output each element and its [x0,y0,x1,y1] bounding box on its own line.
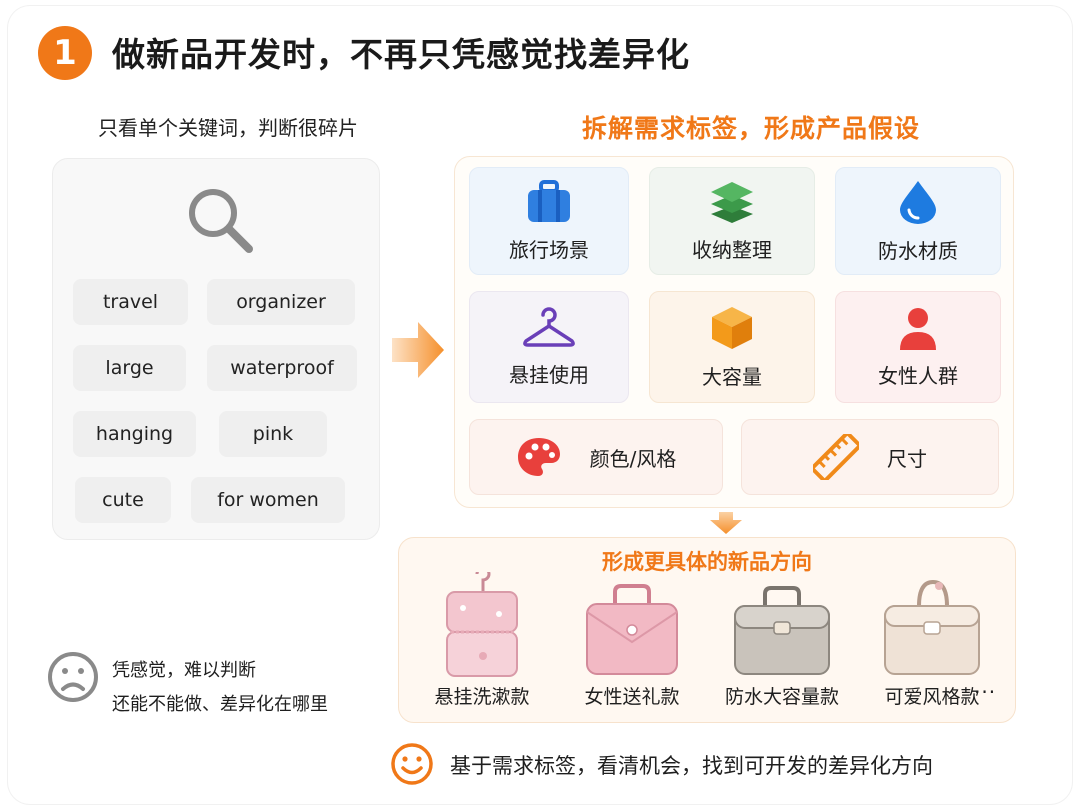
sad-face-icon [48,652,98,702]
tag-label: 悬挂使用 [509,362,589,387]
tag-female: 女性人群 [835,291,1001,403]
bottom-conclusion: 基于需求标签，看清机会，找到可开发的差异化方向 [450,754,933,778]
person-icon [900,307,936,350]
keyword-panel: travel organizer large waterproof hangin… [52,158,380,540]
step-badge: 1 [38,26,92,80]
product-label: 悬挂洗漱款 [434,686,530,708]
arrow-right-icon [392,322,444,378]
water-drop-icon [900,180,936,224]
gray-bag-icon [734,586,830,675]
tag-capacity: 大容量 [649,291,815,403]
keyword-chip: large [73,345,186,391]
palette-icon [517,438,560,476]
page-title: 做新品开发时，不再只凭感觉找差异化 [112,35,690,74]
keyword-chip: cute [75,477,171,523]
tag-label: 颜色/风格 [589,446,677,471]
smile-face-icon [391,743,433,785]
tag-waterproof: 防水材质 [835,167,1001,275]
search-icon [189,189,253,253]
tag-size: 尺寸 [741,419,999,495]
keyword-chip: organizer [207,279,355,325]
tag-label: 旅行场景 [509,237,589,262]
keyword-chip: hanging [73,411,196,457]
tag-label: 大容量 [702,364,762,389]
pink-hanging-bag-icon [446,572,518,677]
bottom-left-line1: 凭感觉，难以判断 [112,660,256,681]
keyword-chip: travel [73,279,188,325]
product-label: 女性送礼款 [584,686,680,708]
keyword-chip: waterproof [207,345,357,391]
right-subtitle: 拆解需求标签，形成产品假设 [582,114,921,143]
product-item: 可爱风格款 [857,572,1007,722]
bottom-left-line2: 还能不能做、差异化在哪里 [112,694,328,715]
product-item: 防水大容量款 [707,572,857,722]
keyword-chip: pink [219,411,327,457]
tag-label: 女性人群 [878,363,958,388]
tag-color-style: 颜色/风格 [469,419,723,495]
left-subtitle: 只看单个关键词，判断很碎片 [98,116,358,140]
tag-label: 防水材质 [878,238,958,263]
tag-label: 尺寸 [887,446,927,471]
product-item: 女性送礼款 [557,572,707,722]
pink-handbag-icon [586,584,678,675]
product-item: 悬挂洗漱款 [407,572,557,722]
product-label: 防水大容量款 [724,686,839,708]
tag-storage: 收纳整理 [649,167,815,275]
box-icon [712,306,752,349]
tag-label: 收纳整理 [692,237,772,262]
layers-icon [711,181,753,223]
more-ellipsis: ··· [974,680,997,704]
beige-bag-icon [884,579,980,675]
ruler-icon [813,434,859,480]
suitcase-icon [528,179,570,222]
arrow-down-icon [710,512,742,534]
keyword-chip: for women [191,477,345,523]
product-panel-title: 形成更具体的新品方向 [602,550,812,574]
tag-travel-scene: 旅行场景 [469,167,629,275]
hanger-icon [523,306,575,347]
tag-panel: 旅行场景 收纳整理 防水材质 悬挂使用 大容量 [454,156,1014,508]
product-panel: 形成更具体的新品方向 悬挂洗漱款 女性送礼款 防水大容量款 [398,537,1016,723]
product-label: 可爱风格款 [884,686,980,708]
tag-hanging: 悬挂使用 [469,291,629,403]
